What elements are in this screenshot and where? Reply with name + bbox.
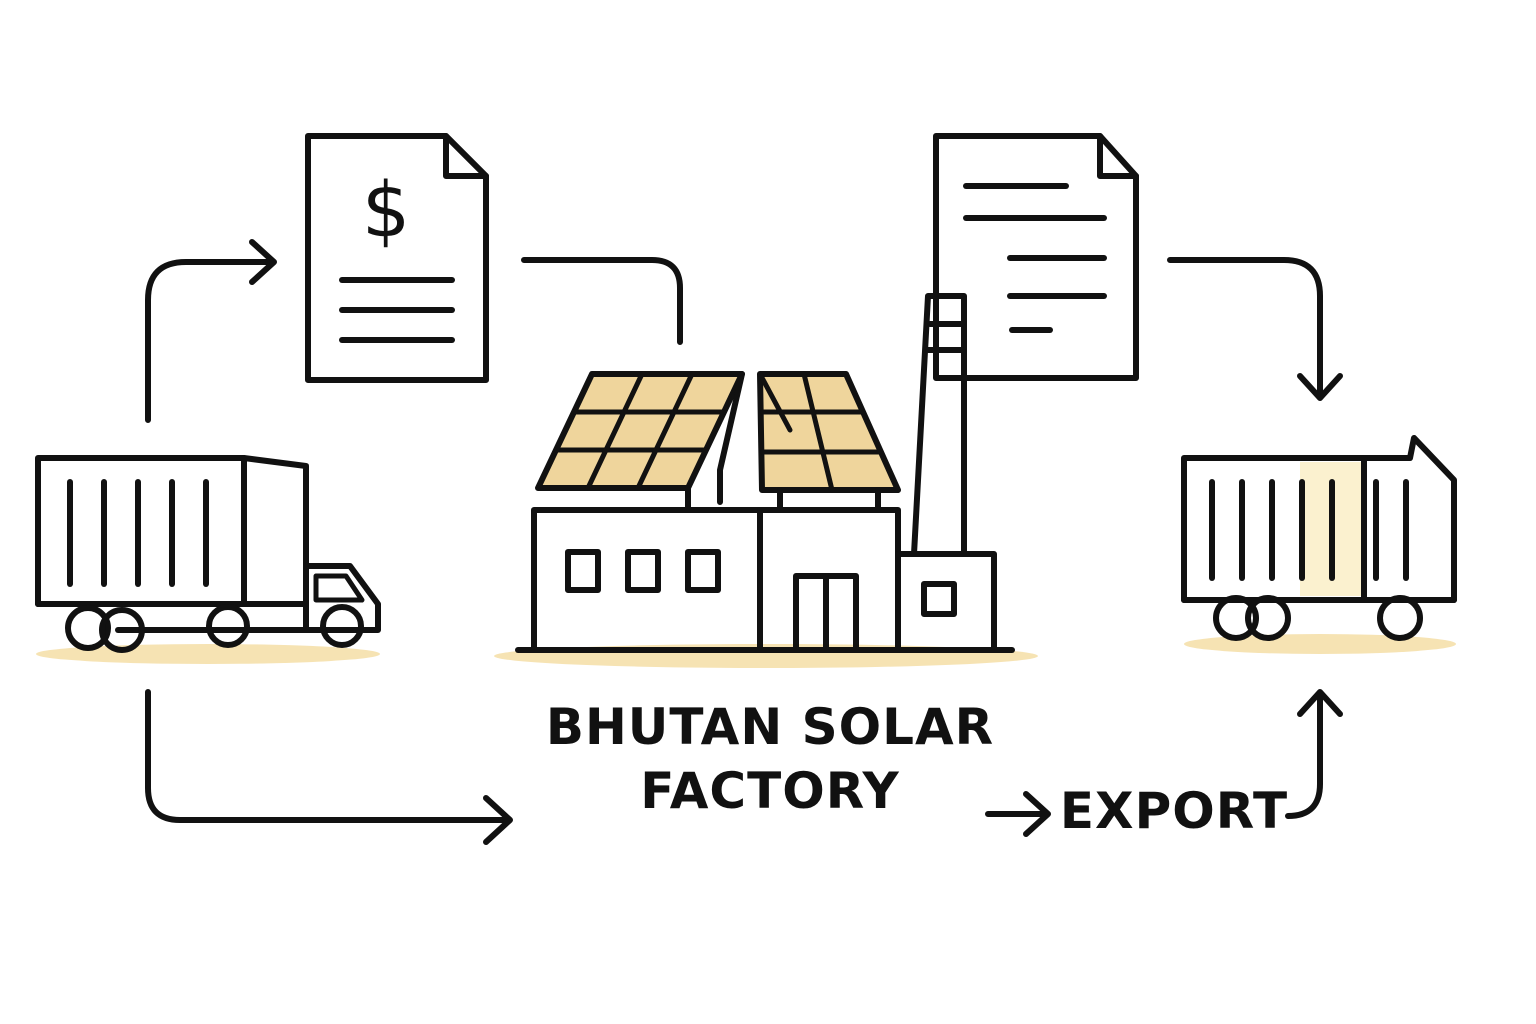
solar-panel-left	[535, 371, 745, 511]
factory-door	[793, 573, 859, 653]
solar-panel-right	[757, 371, 901, 511]
arrow-factory-to-export	[985, 791, 1051, 837]
arrow-truck-to-invoice	[145, 239, 277, 423]
incoming-truck-icon	[35, 455, 381, 664]
connectors	[145, 239, 1343, 845]
solar-factory-icon	[494, 293, 1038, 668]
export-label: EXPORT	[1060, 782, 1288, 840]
arrow-export-to-truck	[1285, 689, 1343, 819]
invoice-document-icon: $	[305, 133, 489, 383]
export-truck-icon	[1181, 435, 1457, 654]
export-document-icon	[933, 133, 1139, 381]
ground-shadow	[1184, 634, 1456, 654]
arrow-truck-to-factory	[145, 689, 513, 845]
dollar-sign: $	[362, 165, 410, 254]
factory-label-line1: BHUTAN SOLAR	[546, 698, 994, 756]
arrow-document-to-export-truck	[1167, 257, 1343, 401]
factory-label-line2: FACTORY	[640, 762, 899, 820]
connector-invoice-to-factory	[521, 257, 683, 345]
